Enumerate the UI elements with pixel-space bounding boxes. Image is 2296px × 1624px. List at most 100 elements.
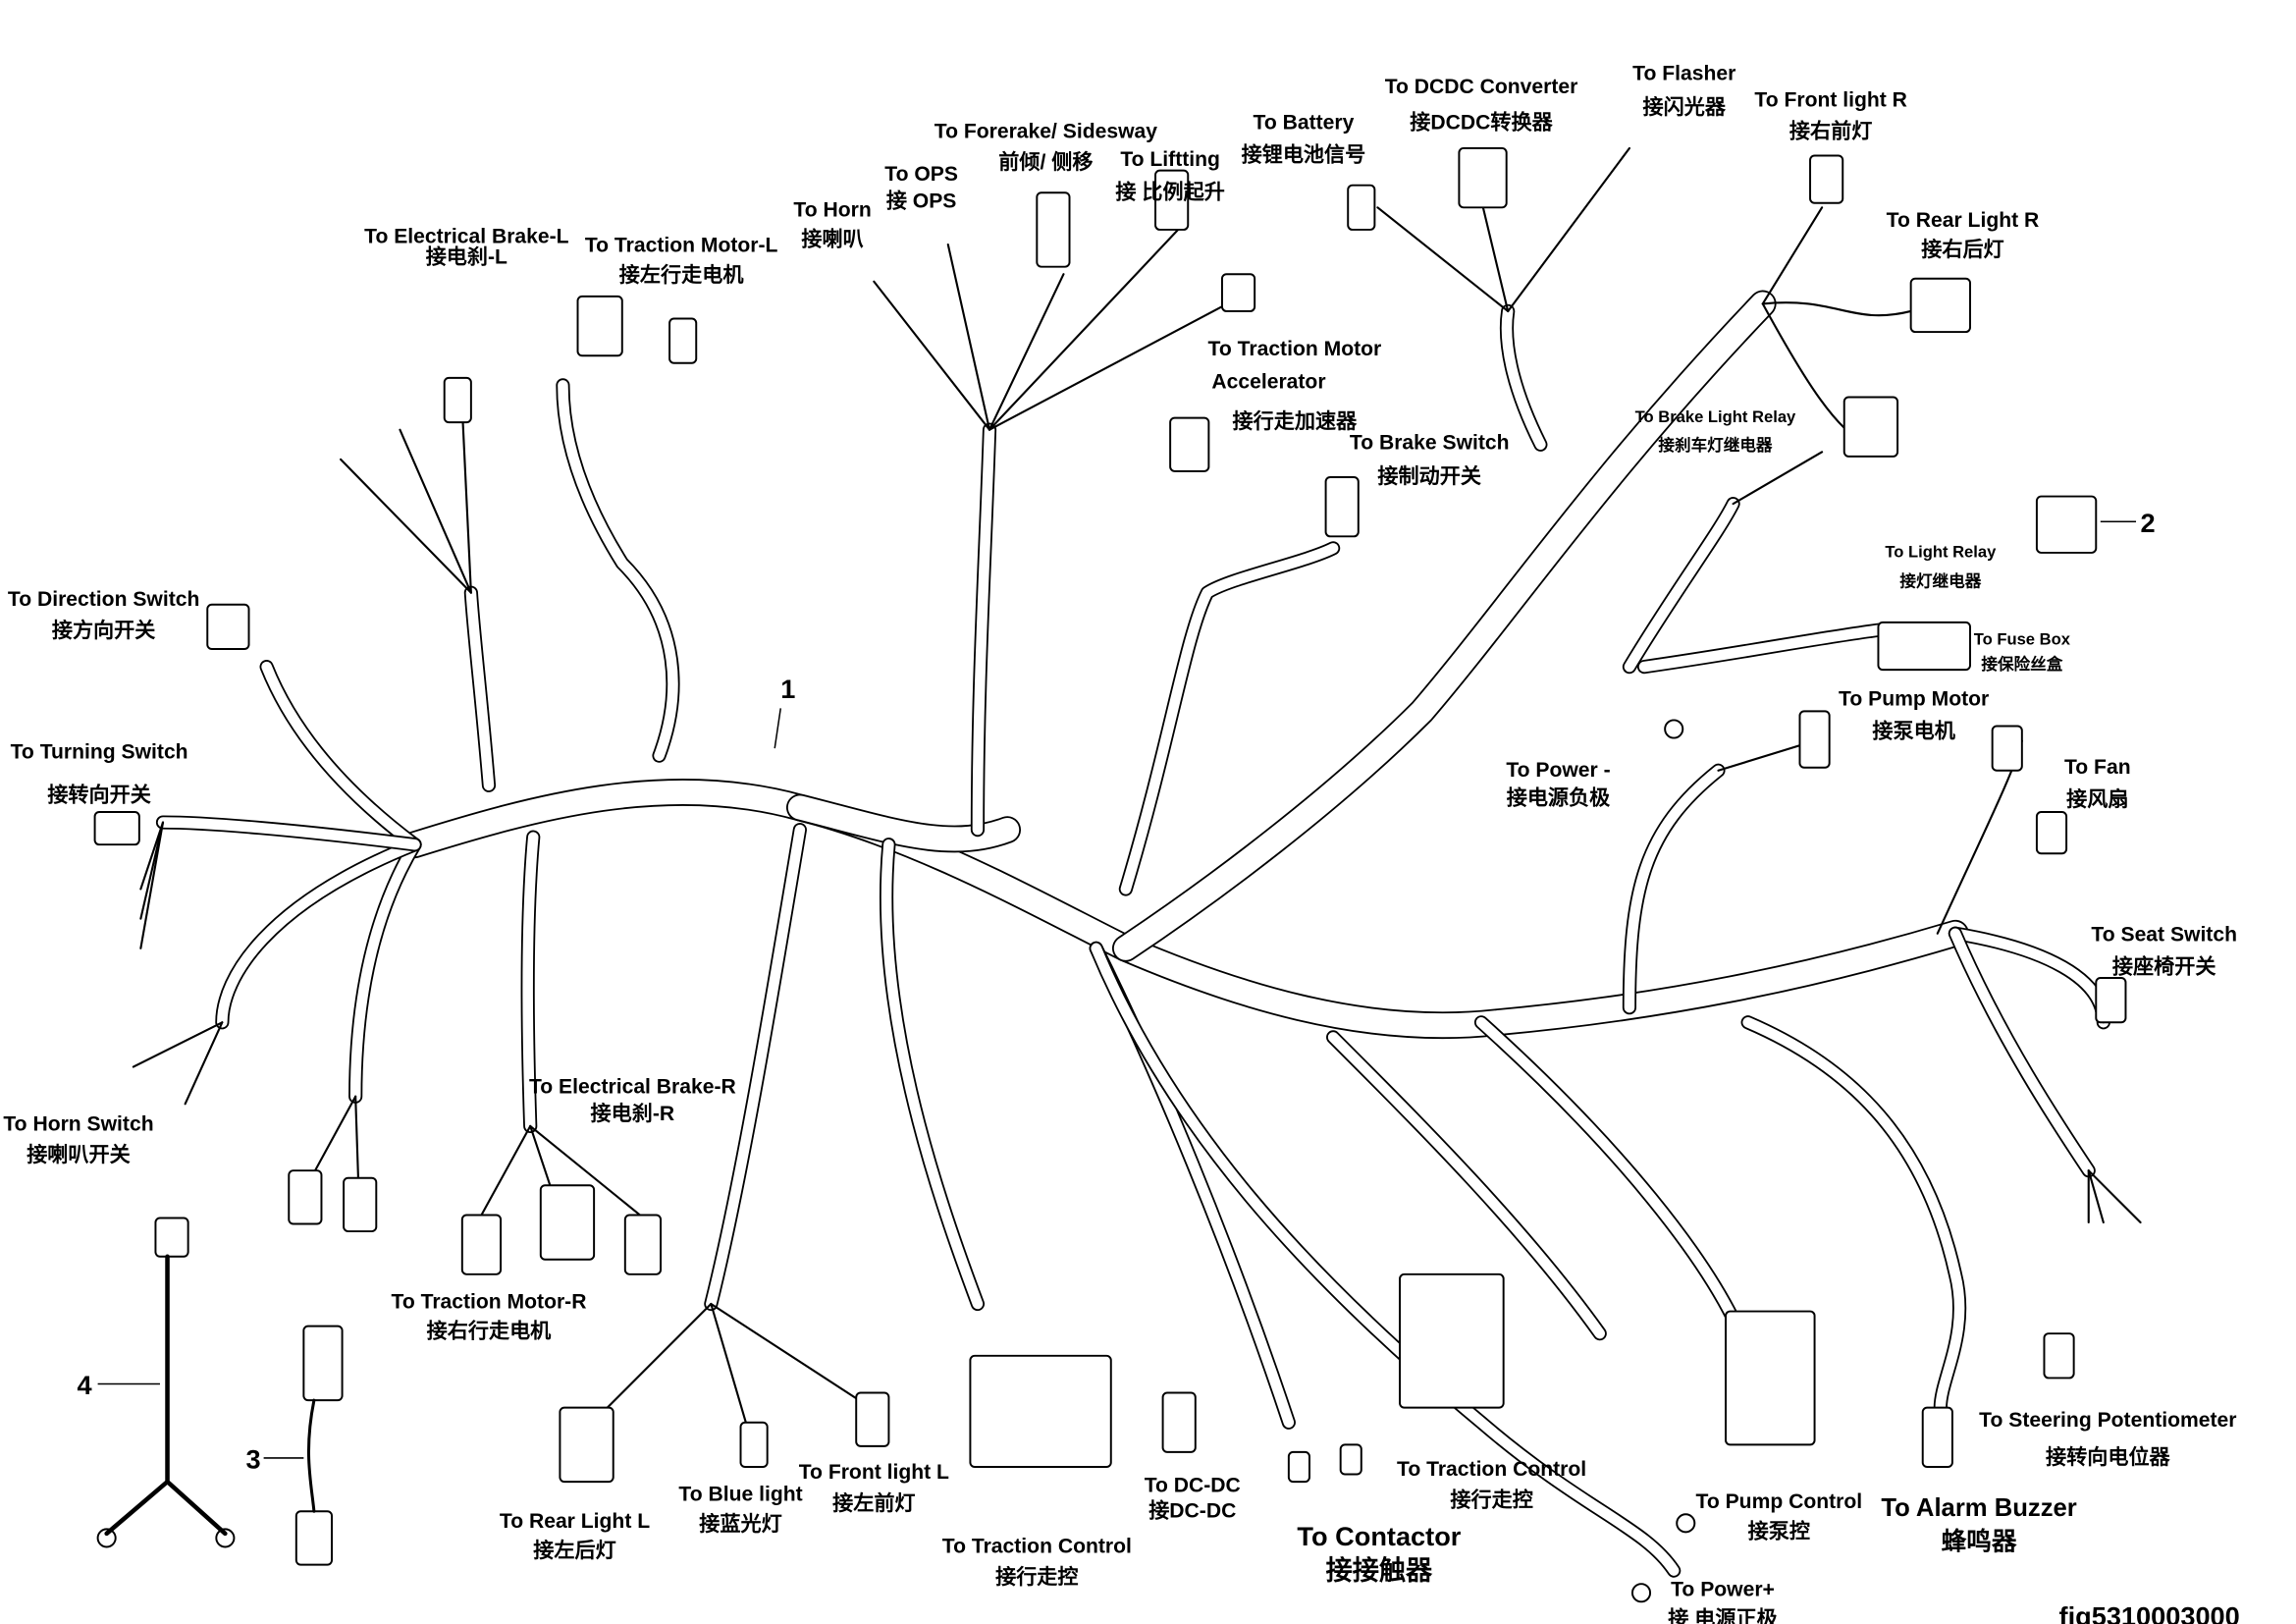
- label-zh: 接电刹-R: [591, 1102, 675, 1125]
- lead-wire: [460, 406, 472, 594]
- label-en: To Traction Motor: [1208, 338, 1382, 360]
- branch-wire: [215, 838, 422, 1030]
- rear-light-r-connector-2: [1842, 396, 1899, 458]
- traction-control-connector-right: [1399, 1272, 1505, 1409]
- label-en: To Traction Control: [942, 1536, 1132, 1558]
- rear-light-r-connector: [1909, 277, 1971, 334]
- label-zh: 接接触器: [1326, 1555, 1433, 1586]
- forerake-connector: [1036, 191, 1071, 268]
- branch-wire-fill: [706, 824, 806, 1310]
- lead-wire: [988, 273, 1065, 431]
- label-zh: 接泵控: [1748, 1518, 1810, 1543]
- branch-wire-fill: [972, 424, 995, 836]
- label-zh: 接 电源正极: [1668, 1606, 1778, 1624]
- callout-2: 2: [2141, 508, 2156, 538]
- relay-part-2: [2035, 495, 2098, 554]
- label-zh: 接DCDC转换器: [1410, 109, 1553, 134]
- label-zh: 蜂鸣器: [1942, 1526, 2017, 1555]
- horn-switch-connector-b: [343, 1176, 378, 1233]
- label-en: To Horn Switch: [3, 1112, 153, 1135]
- label-zh: 接行走加速器: [1233, 408, 1359, 433]
- part-3-plug: [294, 1510, 334, 1566]
- lead-wire: [2087, 1169, 2105, 1224]
- branch-wire: [880, 838, 986, 1312]
- branch-wire-fill: [558, 380, 678, 761]
- label-en: To Fan: [2064, 756, 2131, 779]
- pump-control-connector: [1725, 1310, 1816, 1446]
- part-3-cable: [306, 1398, 316, 1513]
- label-zh: 接DC-DC: [1148, 1498, 1236, 1522]
- lead-wire: [139, 821, 165, 949]
- ring-terminal: [96, 1528, 117, 1548]
- branch-wire-fill: [217, 839, 420, 1028]
- lead-wire: [399, 428, 472, 594]
- accelerator-connector: [1169, 416, 1210, 472]
- ring-terminal: [1664, 719, 1684, 739]
- lead-wire: [710, 1302, 750, 1432]
- ring-terminal: [1630, 1583, 1652, 1603]
- branch-wire-fill: [881, 839, 984, 1310]
- callout-3: 3: [245, 1444, 260, 1475]
- blue-light-connector: [739, 1421, 769, 1468]
- branch-wire: [1473, 1015, 1740, 1326]
- fan-connector-2: [2035, 811, 2068, 855]
- label-en: To Front light L: [799, 1461, 949, 1484]
- dcdc-connector: [1458, 146, 1508, 209]
- label-en: To Front light R: [1754, 89, 1907, 112]
- branch-wire-fill: [157, 817, 420, 850]
- main-trunk-2-fill: [787, 795, 1020, 851]
- wires: [132, 146, 2142, 1578]
- label-en: To Flasher: [1632, 63, 1735, 85]
- dc-dc-connector: [1161, 1391, 1197, 1453]
- label-en: To DC-DC: [1145, 1475, 1241, 1497]
- lead-wire: [988, 221, 1187, 431]
- label-en: To Power -: [1506, 759, 1610, 782]
- branch-wire-fill: [1624, 498, 1738, 673]
- lead-wire: [1761, 301, 1912, 317]
- lead-wire: [139, 821, 165, 891]
- label-en: To Contactor: [1297, 1521, 1461, 1551]
- label-en: To Pump Motor: [1839, 687, 1989, 710]
- branch-wire-fill: [1638, 624, 1887, 673]
- branch-wire-fill: [465, 587, 495, 791]
- label-zh: 接闪光器: [1643, 95, 1727, 119]
- steering-pot-connector: [2043, 1332, 2075, 1380]
- label-en: To Fuse Box: [1974, 629, 2071, 648]
- lead-wire: [340, 458, 472, 594]
- label-en: To Traction Control: [1397, 1458, 1586, 1481]
- label-en-line2: Accelerator: [1211, 370, 1325, 393]
- label-zh: 接右行走电机: [427, 1319, 553, 1343]
- front-light-r-connector: [1809, 154, 1844, 204]
- ring-terminal: [1676, 1513, 1696, 1534]
- branch-wire: [1118, 541, 1341, 896]
- lead-wire: [132, 1021, 224, 1068]
- part-3-connector: [302, 1325, 344, 1402]
- label-zh: 接喇叭开关: [27, 1143, 131, 1166]
- label-en: To Turning Switch: [11, 741, 188, 764]
- accelerator-pin-connector: [1220, 273, 1256, 312]
- label-zh: 接行走控: [1450, 1488, 1532, 1512]
- connectors: [93, 146, 2127, 1603]
- part-4-connector: [154, 1217, 189, 1258]
- label-zh: 接左前灯: [832, 1490, 915, 1515]
- fan-connector: [1991, 725, 2023, 772]
- traction-motor-r-connector-2: [539, 1184, 596, 1261]
- label-zh: 接喇叭: [801, 228, 863, 251]
- rear-light-l-connector: [559, 1406, 614, 1484]
- label-en: To OPS: [884, 163, 958, 186]
- branch-wire-fill: [1949, 928, 2095, 1176]
- lead-wire: [1507, 146, 1630, 313]
- label-en: To Brake Switch: [1350, 431, 1510, 454]
- fuse-box-connector: [1877, 621, 1971, 672]
- label-en: To Electrical Brake-R: [529, 1076, 736, 1099]
- label-zh: 接泵电机: [1872, 720, 1955, 743]
- traction-motor-r-connector: [460, 1214, 503, 1275]
- label-en: To Pump Control: [1696, 1490, 1863, 1513]
- label-zh: 接锂电池信号: [1242, 142, 1366, 167]
- front-light-l-connector: [855, 1391, 890, 1447]
- label-en: To Rear Light R: [1887, 209, 2040, 232]
- label-zh: 接制动开关: [1377, 464, 1481, 488]
- lead-wire: [1479, 198, 1510, 313]
- traction-motor-l-connector: [576, 295, 623, 357]
- label-zh: 接座椅开关: [2112, 953, 2216, 978]
